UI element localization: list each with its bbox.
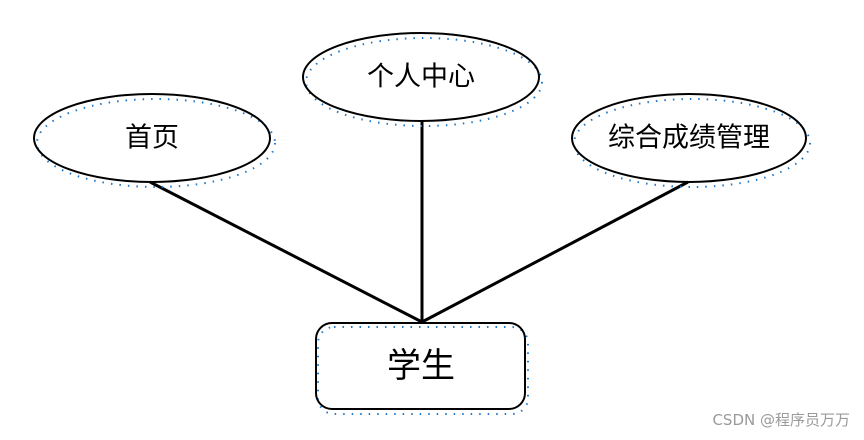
dotted-outline <box>317 326 529 415</box>
dotted-outline <box>305 37 543 127</box>
dotted-outline <box>36 98 276 188</box>
node-grade-management: 综合成绩管理 <box>571 93 811 188</box>
node-grade-management-shape <box>571 93 807 183</box>
node-personal-center-label: 个人中心 <box>367 62 475 93</box>
node-grade-management-label: 综合成绩管理 <box>608 123 770 154</box>
node-home: 首页 <box>33 93 276 188</box>
watermark: CSDN @程序员万万 <box>712 411 850 429</box>
node-personal-center-shape <box>302 32 540 122</box>
edge-student-grade-management <box>421 180 689 324</box>
node-home-shape <box>33 93 271 183</box>
node-student: 学生 <box>315 322 529 415</box>
node-student-shape <box>315 322 526 410</box>
node-home-label: 首页 <box>125 123 179 154</box>
node-personal-center: 个人中心 <box>302 32 543 127</box>
node-student-label: 学生 <box>387 346 455 386</box>
edge-student-home <box>149 180 423 324</box>
dotted-outline <box>573 98 811 188</box>
